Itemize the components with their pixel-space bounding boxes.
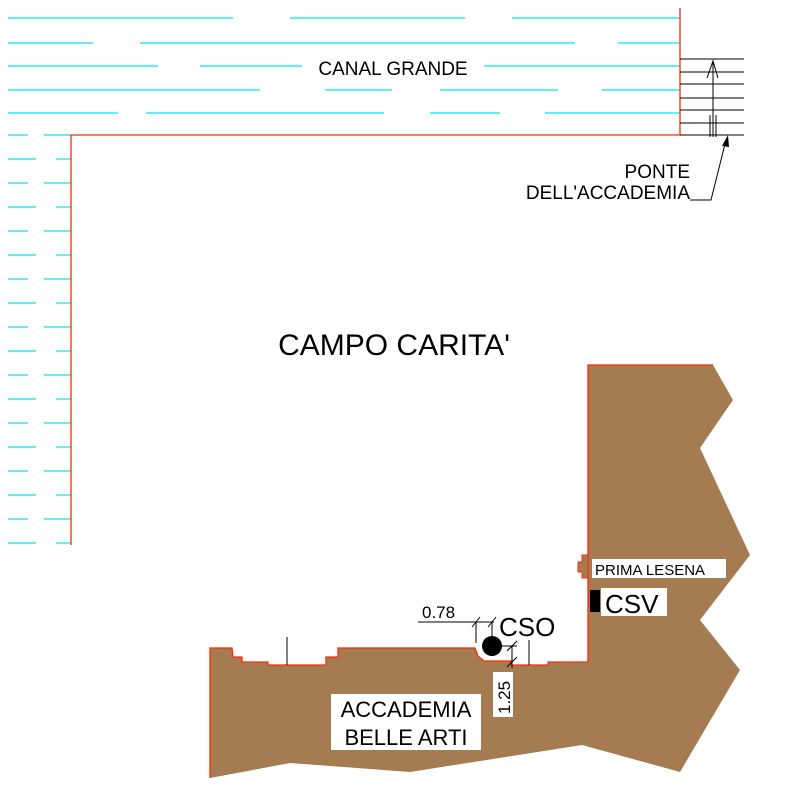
dimension-lines [418,616,518,668]
dimension-078-label: 0.78 [422,603,455,622]
prima-lesena-pilaster [577,554,589,579]
prima-lesena-label: PRIMA LESENA [595,562,705,579]
accademia-building [210,365,750,778]
bridge-leader-arrow [690,135,729,201]
cso-sensor-marker [482,636,502,656]
bridge-label-line1: PONTE [625,162,690,183]
csv-sensor-marker [590,590,600,612]
building-label-line1: ACCADEMIA [341,697,472,722]
building-label-line2: BELLE ARTI [344,725,467,750]
cso-label: CSO [499,612,555,642]
dimension-125-label: 1.25 [495,681,514,714]
csv-label: CSV [605,589,659,619]
campo-carita-label: CAMPO CARITA' [278,329,510,362]
bridge-label-line2: DELL'ACCADEMIA [526,183,690,204]
building-facade-edge [209,364,713,778]
canal-water-lines [8,17,680,544]
bridge-ponte-accademia [680,58,744,137]
canal-grande-label: CANAL GRANDE [318,59,467,80]
